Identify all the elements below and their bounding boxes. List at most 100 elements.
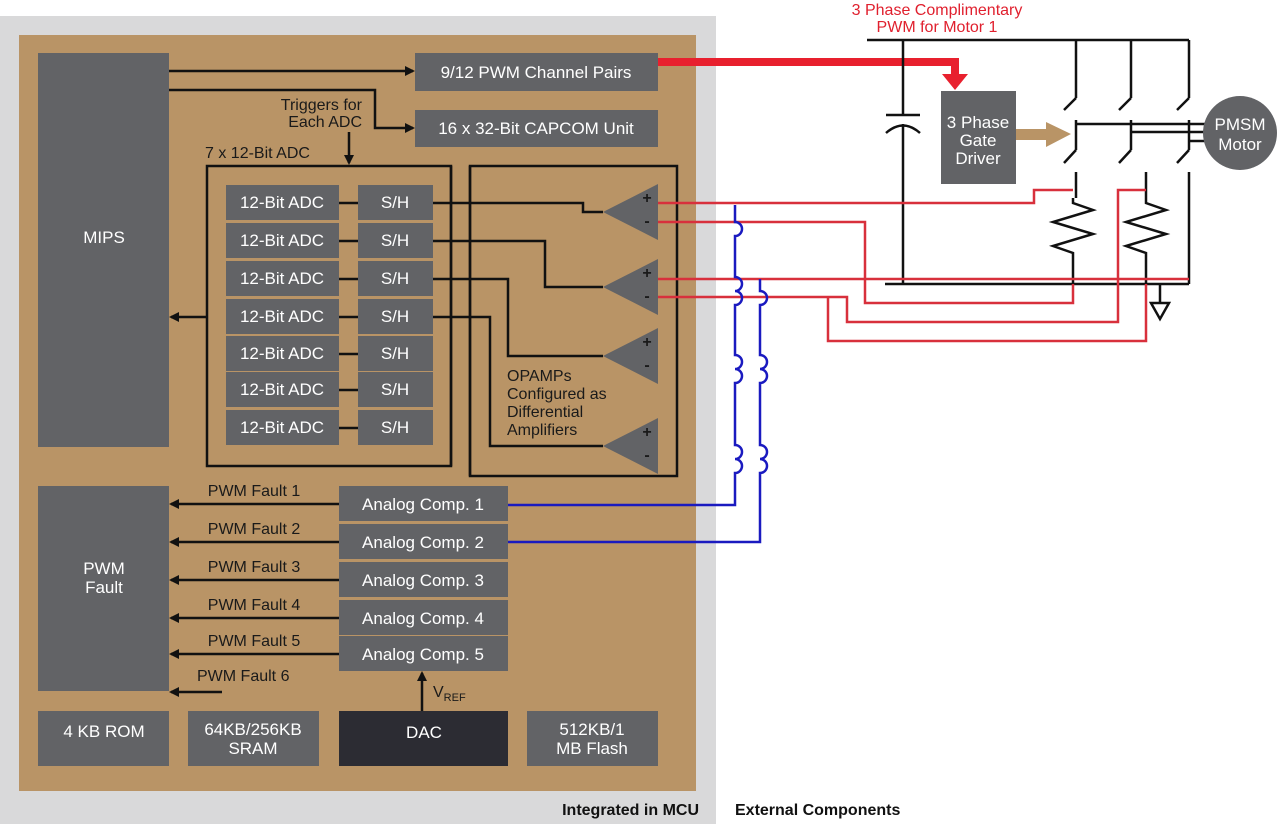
flash-block: 512KB/1 MB Flash xyxy=(527,711,658,766)
ground-icon xyxy=(1148,284,1172,322)
pwm-fault-label: PWM Fault 5 xyxy=(208,633,301,650)
sample-hold-block xyxy=(358,223,433,258)
flash-label-2: MB Flash xyxy=(556,739,628,758)
motor-label-1: PMSM xyxy=(1215,115,1266,134)
analog-comparator-label: Analog Comp. 1 xyxy=(362,495,484,514)
sample-hold-label: S/H xyxy=(381,380,409,399)
adc-label: 12-Bit ADC xyxy=(240,193,324,212)
sram-block: 64KB/256KB SRAM xyxy=(188,711,319,766)
sample-hold-label: S/H xyxy=(381,418,409,437)
opamp-minus-sign: - xyxy=(644,447,649,464)
shunt-resistor-icon-2 xyxy=(1121,198,1171,284)
opamp-label-2: Configured as xyxy=(507,386,607,403)
analog-comparator-block xyxy=(339,600,508,635)
adc-label: 12-Bit ADC xyxy=(240,231,324,250)
flash-label-1: 512KB/1 xyxy=(559,720,624,739)
opamp-plus-sign: + xyxy=(642,334,651,351)
adc-row: 12-Bit ADC S/H xyxy=(226,261,433,296)
pwm-signal-arrow xyxy=(658,58,968,90)
opamp-minus-sign: - xyxy=(644,357,649,374)
analog-comparator-block xyxy=(339,486,508,521)
gate-driver-block: 3 Phase Gate Driver xyxy=(941,91,1016,184)
opamp-label-3: Differential xyxy=(507,404,583,421)
adc-rows: 12-Bit ADC S/H 12-Bit ADC S/H 12-Bit ADC S/H 1… xyxy=(226,185,433,445)
opamp-plus-sign: + xyxy=(642,265,651,282)
pwm-annotation-line1: 3 Phase Complimentary xyxy=(852,2,1023,19)
external-components-label: External Components xyxy=(735,802,900,819)
gate-driver-label-3: Driver xyxy=(955,149,1001,168)
analog-comparator-block xyxy=(339,636,508,671)
opamp-icon: +- xyxy=(603,259,658,315)
inverter-switches xyxy=(1063,40,1205,284)
current-sense-lines xyxy=(658,188,1189,343)
pwm-fault-label: PWM Fault 3 xyxy=(208,559,301,576)
sample-hold-block xyxy=(358,372,433,407)
motor-label-2: Motor xyxy=(1218,135,1262,154)
opamp-icon: +- xyxy=(603,184,658,240)
pmsm-motor: PMSM Motor xyxy=(1203,96,1277,170)
mips-to-capcom-arrow xyxy=(169,88,415,133)
adc-block xyxy=(226,410,339,445)
capcom-block: 16 x 32-Bit CAPCOM Unit xyxy=(415,110,658,147)
opamp-icon: +- xyxy=(603,328,658,384)
dac-label: DAC xyxy=(406,723,442,742)
capcom-label: 16 x 32-Bit CAPCOM Unit xyxy=(438,119,634,138)
adc-label: 12-Bit ADC xyxy=(240,380,324,399)
adc-row: 12-Bit ADC S/H xyxy=(226,410,433,445)
mips-block: MIPS xyxy=(38,53,169,447)
opamps: +-+-+-+- xyxy=(603,184,658,474)
opamp-icon: +- xyxy=(603,418,658,474)
sample-hold-block xyxy=(358,299,433,334)
sram-label-2: SRAM xyxy=(228,739,277,758)
sample-hold-block xyxy=(358,185,433,220)
analog-comparator-row: Analog Comp. 3 PWM Fault 3 xyxy=(169,559,508,597)
capacitor-icon xyxy=(885,40,921,284)
analog-comparator-label: Analog Comp. 3 xyxy=(362,571,484,590)
pwm-channel-pairs-block: 9/12 PWM Channel Pairs xyxy=(415,53,658,91)
sample-hold-label: S/H xyxy=(381,344,409,363)
gate-driver-label-2: Gate xyxy=(960,131,997,150)
sram-label-1: 64KB/256KB xyxy=(204,720,301,739)
rom-label: 4 KB ROM xyxy=(63,722,144,741)
pwm-annotation-line2: PWM for Motor 1 xyxy=(877,19,998,36)
adc-block xyxy=(226,261,339,296)
opamp-minus-sign: - xyxy=(644,288,649,305)
adc-label: 12-Bit ADC xyxy=(240,269,324,288)
pwm-fault-label-1: PWM xyxy=(83,559,125,578)
adc-block xyxy=(226,185,339,220)
opamp-plus-sign: + xyxy=(642,424,651,441)
sample-hold-block xyxy=(358,261,433,296)
pwm-channel-pairs-label: 9/12 PWM Channel Pairs xyxy=(441,63,632,82)
adc-block xyxy=(226,223,339,258)
sample-hold-block xyxy=(358,410,433,445)
adc-label: 12-Bit ADC xyxy=(240,418,324,437)
vref-label: VREF xyxy=(433,684,466,704)
opamp-minus-sign: - xyxy=(644,213,649,230)
integrated-in-mcu-label: Integrated in MCU xyxy=(562,802,699,819)
rom-block: 4 KB ROM xyxy=(38,711,169,766)
pwm-fault-6-label: PWM Fault 6 xyxy=(197,668,290,685)
pwm-fault-block: PWM Fault xyxy=(38,486,169,691)
pwm-fault-label: PWM Fault 2 xyxy=(208,521,301,538)
triggers-label-1: Triggers for xyxy=(281,97,363,114)
mips-label: MIPS xyxy=(83,228,125,247)
opamp-label-4: Amplifiers xyxy=(507,422,577,439)
triggers-label-2: Each ADC xyxy=(288,114,362,131)
gate-drive-arrow xyxy=(1016,122,1071,147)
adc-row: 12-Bit ADC S/H xyxy=(226,372,433,407)
sample-hold-block xyxy=(358,336,433,371)
shunt-resistor-icon-1 xyxy=(1048,198,1098,284)
sample-hold-label: S/H xyxy=(381,307,409,326)
gate-driver-label-1: 3 Phase xyxy=(947,113,1009,132)
analog-comparator-block xyxy=(339,562,508,597)
pwm-fault-label-2: Fault xyxy=(85,578,123,597)
sample-hold-label: S/H xyxy=(381,269,409,288)
